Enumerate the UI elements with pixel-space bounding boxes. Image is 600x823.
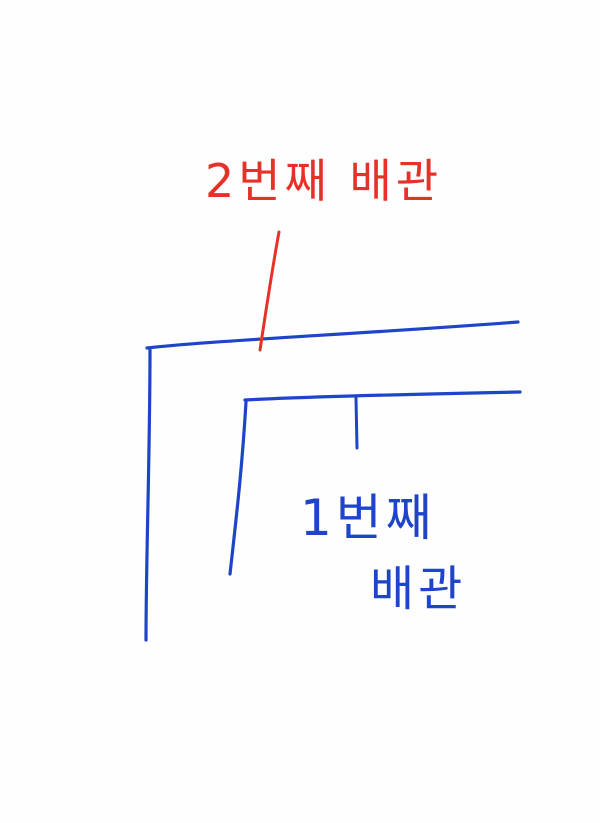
outer-pipe-top-line <box>145 320 520 350</box>
second-pipe-label: 2번째 배관 <box>205 154 442 208</box>
first-pipe-label-line2: 배관 <box>370 561 466 617</box>
first-pipe-leader-line <box>354 396 359 450</box>
outer-pipe-left-line <box>144 348 152 642</box>
second-pipe-leader-line <box>258 230 281 352</box>
inner-pipe-top-line <box>243 390 522 402</box>
first-pipe-label-line1: 1번째 <box>300 489 436 547</box>
inner-pipe-left-line <box>228 400 248 576</box>
